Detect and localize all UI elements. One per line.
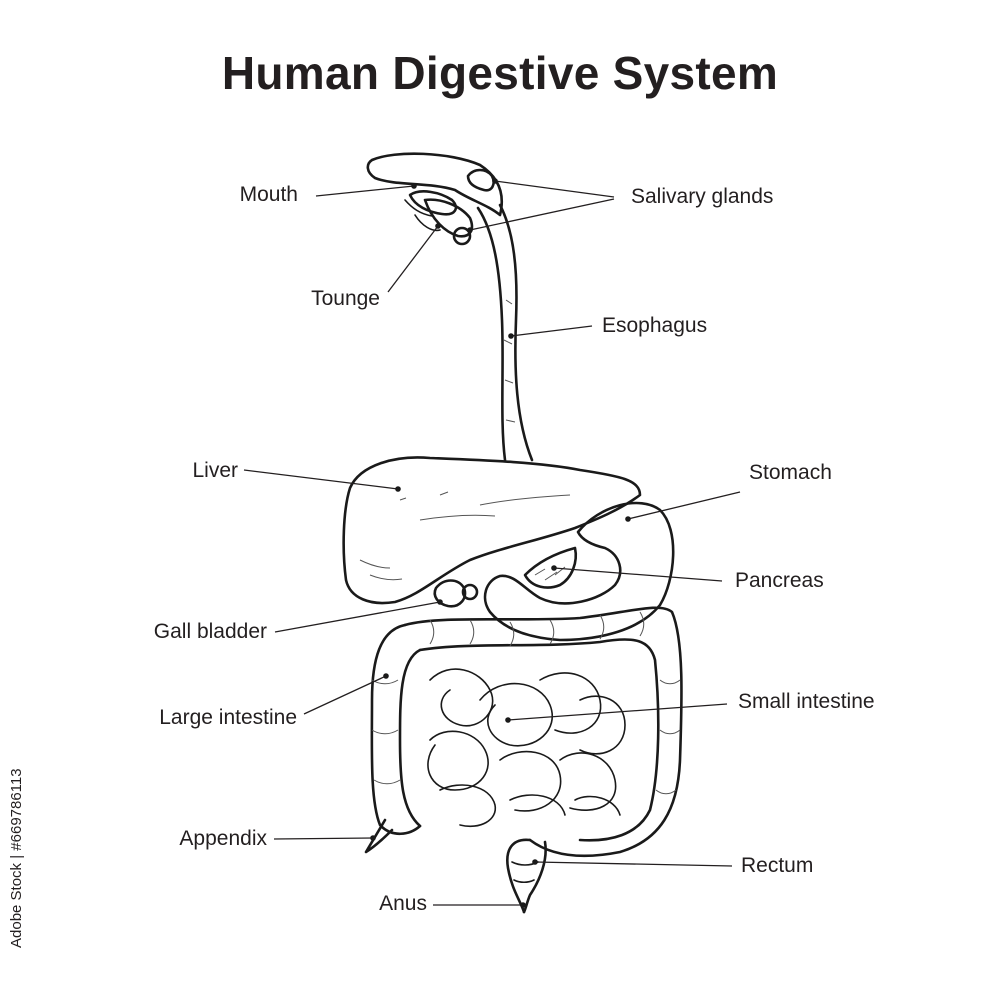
stomach-drawing bbox=[483, 501, 675, 642]
label-tounge: Tounge bbox=[311, 287, 380, 310]
leader-stomach bbox=[625, 491, 741, 522]
leader-tounge bbox=[387, 223, 441, 293]
leader-gall-bladder bbox=[274, 599, 443, 633]
label-large-intestine: Large intestine bbox=[159, 706, 297, 729]
label-salivary-glands: Salivary glands bbox=[631, 185, 774, 208]
large-intestine-drawing bbox=[364, 606, 683, 858]
pancreas-drawing bbox=[523, 546, 578, 589]
liver-drawing bbox=[342, 456, 642, 605]
small-intestine-drawing bbox=[427, 668, 626, 827]
leader-large-intestine bbox=[303, 673, 389, 715]
stock-watermark: Adobe Stock | #669786113 bbox=[8, 768, 28, 948]
rectum-drawing bbox=[506, 838, 547, 914]
label-pancreas: Pancreas bbox=[735, 569, 824, 592]
leader-pancreas bbox=[551, 565, 723, 582]
leader-small-intestine bbox=[505, 703, 728, 723]
label-appendix: Appendix bbox=[179, 827, 267, 850]
diagram-title: Human Digestive System bbox=[221, 47, 779, 99]
label-liver: Liver bbox=[192, 459, 238, 482]
esophagus-drawing bbox=[476, 203, 534, 462]
label-gall-bladder: Gall bladder bbox=[153, 620, 267, 643]
leader-rectum bbox=[532, 859, 733, 867]
leader-liver bbox=[243, 469, 401, 492]
label-anus: Anus bbox=[379, 892, 427, 915]
leader-appendix bbox=[273, 835, 376, 841]
label-mouth: Mouth bbox=[239, 183, 298, 206]
leader-salivary-glands bbox=[467, 178, 615, 233]
leader-mouth bbox=[315, 183, 417, 197]
label-rectum: Rectum bbox=[741, 854, 814, 877]
label-esophagus: Esophagus bbox=[602, 314, 708, 337]
leader-anus bbox=[433, 902, 526, 908]
gall-bladder-drawing bbox=[433, 579, 479, 608]
label-stomach: Stomach bbox=[749, 461, 832, 484]
leader-esophagus bbox=[508, 325, 593, 339]
label-small-intestine: Small intestine bbox=[738, 690, 875, 713]
watermark-text: Adobe Stock | #669786113 bbox=[8, 768, 25, 948]
